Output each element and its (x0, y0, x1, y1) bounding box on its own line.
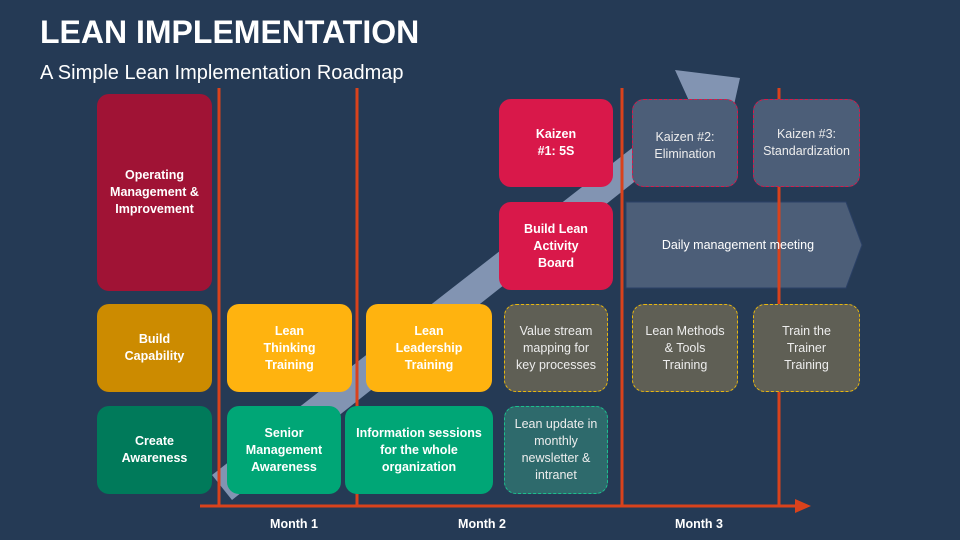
lean-methods-tools-training: Lean Methods & Tools Training (632, 304, 738, 392)
daily-management-meeting: Daily management meeting (661, 238, 815, 252)
value-stream-mapping: Value stream mapping for key processes (504, 304, 608, 392)
page-subtitle: A Simple Lean Implementation Roadmap (40, 62, 404, 84)
train-the-trainer-training: Train the Trainer Training (753, 304, 860, 392)
month-1-label: Month 1 (270, 517, 318, 531)
senior-management-awareness: Senior Management Awareness (227, 406, 341, 494)
information-sessions: Information sessions for the whole organ… (345, 406, 493, 494)
daily-meeting-arrow (625, 201, 863, 289)
row-operating-management: Operating Management & Improvement (97, 94, 212, 291)
month-2-label: Month 2 (458, 517, 506, 531)
row-create-awareness: Create Awareness (97, 406, 212, 494)
kaizen-2-elimination: Kaizen #2: Elimination (632, 99, 738, 187)
lean-update-newsletter: Lean update in monthly newsletter & intr… (504, 406, 608, 494)
lean-thinking-training: Lean Thinking Training (227, 304, 352, 392)
kaizen-3-standardization: Kaizen #3: Standardization (753, 99, 860, 187)
timeline-arrowhead (795, 499, 811, 513)
page-title: LEAN IMPLEMENTATION (40, 14, 420, 50)
kaizen-1-5s: Kaizen #1: 5S (499, 99, 613, 187)
lean-leadership-training: Lean Leadership Training (366, 304, 492, 392)
build-lean-activity-board: Build Lean Activity Board (499, 202, 613, 290)
month-3-label: Month 3 (675, 517, 723, 531)
row-build-capability: Build Capability (97, 304, 212, 392)
